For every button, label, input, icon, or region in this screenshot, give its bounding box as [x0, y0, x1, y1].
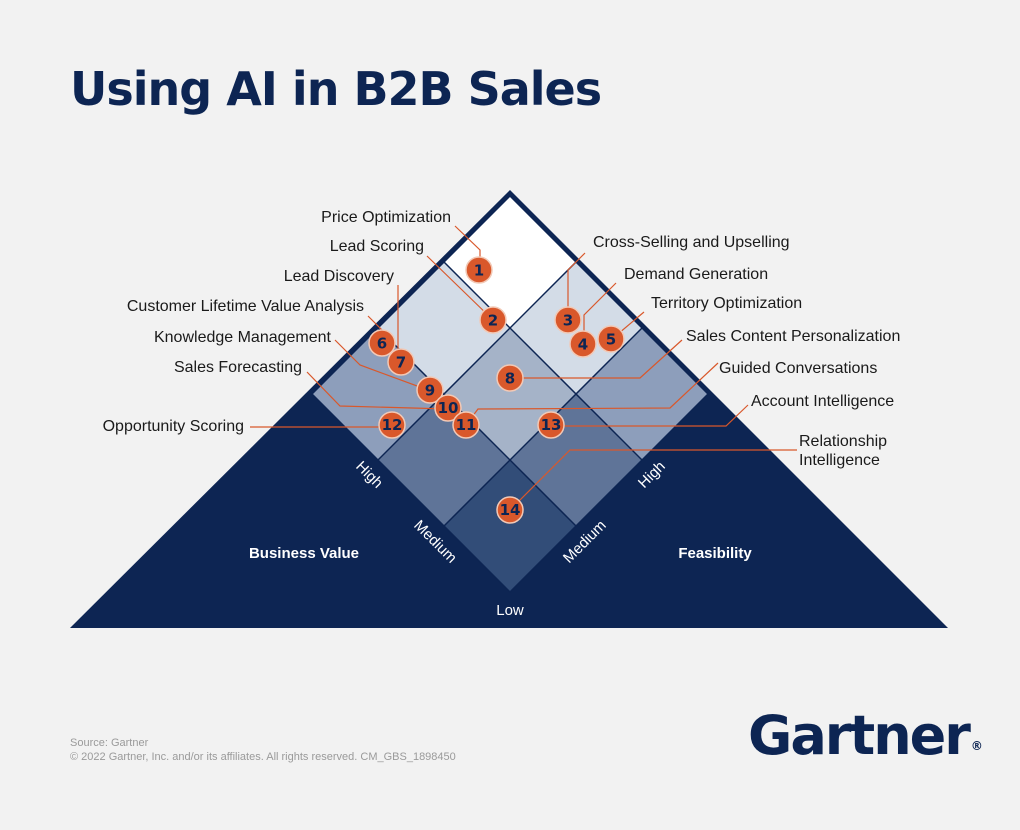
label-demand-generation: Demand Generation	[624, 266, 768, 283]
svg-text:13: 13	[541, 416, 562, 434]
label-territory-optimization: Territory Optimization	[651, 295, 802, 312]
label-relationship-intelligence: Relationship Intelligence	[799, 433, 892, 469]
svg-text:5: 5	[606, 331, 616, 349]
svg-text:1: 1	[474, 262, 484, 280]
badge-13: 13	[537, 411, 565, 439]
svg-text:9: 9	[425, 382, 435, 400]
badge-2: 2	[479, 306, 507, 334]
label-relationship-intelligence-line: Relationship	[799, 433, 887, 450]
label-sales-forecasting: Sales Forecasting	[174, 359, 302, 376]
label-knowledge-management: Knowledge Management	[154, 329, 332, 346]
axis-low-label: Low	[496, 602, 524, 619]
axis-left-name: Business Value	[249, 545, 359, 562]
label-account-intelligence: Account Intelligence	[751, 393, 894, 410]
svg-text:6: 6	[377, 335, 387, 353]
badge-12: 12	[378, 411, 406, 439]
svg-text:11: 11	[456, 416, 477, 434]
badge-11: 11	[452, 411, 480, 439]
label-guided-conversations: Guided Conversations	[719, 360, 877, 377]
badge-8: 8	[496, 364, 524, 392]
label-customer-lifetime-value: Customer Lifetime Value Analysis	[127, 298, 364, 315]
svg-text:4: 4	[578, 336, 588, 354]
label-opportunity-scoring: Opportunity Scoring	[103, 418, 244, 435]
gartner-logo: Gartner®	[748, 704, 983, 767]
svg-text:10: 10	[438, 399, 459, 417]
svg-text:3: 3	[563, 312, 573, 330]
registered-mark: ®	[970, 739, 983, 753]
label-price-optimization: Price Optimization	[321, 209, 451, 226]
svg-text:12: 12	[382, 416, 403, 434]
callout-labels: Price Optimization Lead Scoring Cross-Se…	[103, 209, 901, 469]
svg-text:8: 8	[505, 370, 515, 388]
label-lead-discovery: Lead Discovery	[284, 268, 394, 285]
svg-text:2: 2	[488, 312, 498, 330]
axis-right-name: Feasibility	[678, 545, 752, 562]
badge-14: 14	[496, 496, 524, 524]
badge-1: 1	[465, 256, 493, 284]
svg-text:7: 7	[396, 354, 406, 372]
badge-4: 4	[569, 330, 597, 358]
label-relationship-intelligence-line: Intelligence	[799, 452, 880, 469]
badge-6: 6	[368, 329, 396, 357]
badge-7: 7	[387, 348, 415, 376]
badge-3: 3	[554, 306, 582, 334]
label-sales-content-personalization: Sales Content Personalization	[686, 328, 900, 345]
copyright-line: © 2022 Gartner, Inc. and/or its affiliat…	[70, 751, 456, 763]
svg-text:14: 14	[500, 501, 521, 519]
label-cross-selling: Cross-Selling and Upselling	[593, 234, 790, 251]
logo-text: Gartner	[748, 704, 971, 767]
page-title: Using AI in B2B Sales	[70, 62, 602, 116]
badge-9: 9	[416, 376, 444, 404]
label-lead-scoring: Lead Scoring	[330, 238, 424, 255]
badges: 1 2 3 4 5 6 7 8 9 10 11 12 13 14	[368, 256, 625, 524]
badge-5: 5	[597, 325, 625, 353]
badge-10: 10	[434, 394, 462, 422]
source-note: Source: Gartner © 2022 Gartner, Inc. and…	[70, 736, 456, 764]
source-line: Source: Gartner	[70, 737, 149, 749]
